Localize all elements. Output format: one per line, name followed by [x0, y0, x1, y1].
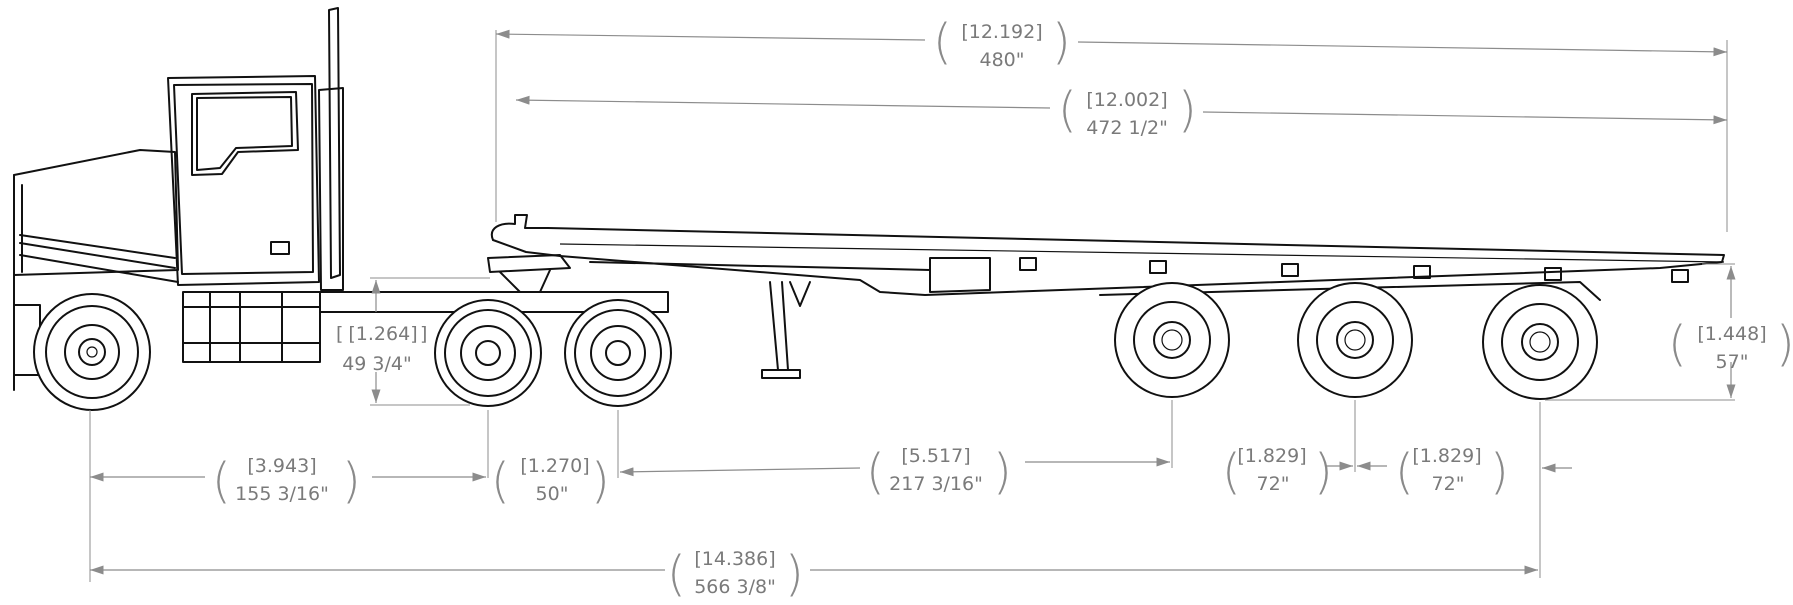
deck-length-metric: [12.002] — [1086, 89, 1167, 111]
svg-text:(: ( — [1395, 444, 1414, 500]
svg-text:(: ( — [667, 546, 686, 602]
overall-combination-metric: [14.386] — [694, 548, 775, 570]
dimension-deck-height: ( ) [1.448] 57" — [1545, 263, 1793, 401]
deck-length-imperial: 472 1/2" — [1086, 117, 1168, 139]
tandem-spread-metric: [1.270] — [520, 455, 589, 477]
dimension-deck-length: ( ) [12.002] 472 1/2" — [515, 82, 1728, 139]
svg-text:): ) — [1052, 14, 1071, 70]
svg-text:): ) — [591, 453, 610, 509]
overall-length-metric: [12.192] — [961, 21, 1042, 43]
dimension-axle-spread-2: ( ) [1.829] 72" — [1357, 402, 1572, 578]
fifth-wheel-height-imperial: 49 3/4" — [342, 353, 412, 375]
dimension-overall-combination: ( ) [14.386] 566 3/8" — [90, 546, 1538, 602]
truck-wheelbase-metric: [3.943] — [247, 455, 316, 477]
dimension-kingpin-to-axle: ( ) [5.517] 217 3/16" — [619, 400, 1173, 500]
svg-text:(: ( — [866, 444, 885, 500]
truck-tractor — [13, 7, 672, 411]
svg-text:(: ( — [1668, 316, 1687, 372]
svg-text:): ) — [1178, 82, 1197, 138]
svg-text:): ) — [1314, 444, 1333, 500]
svg-text:]: ] — [420, 323, 427, 345]
svg-text:): ) — [993, 444, 1012, 500]
dimension-tandem-spread: ( ) [1.270] 50" — [491, 410, 619, 509]
dimension-fifth-wheel-height: [ ] [1.264] 49 3/4" — [336, 277, 490, 406]
kingpin-to-axle-imperial: 217 3/16" — [889, 473, 983, 495]
svg-text:): ) — [1776, 316, 1793, 372]
svg-text:(: ( — [491, 453, 510, 509]
axle-spread-1-imperial: 72" — [1257, 473, 1290, 495]
deck-height-metric: [1.448] — [1697, 323, 1766, 345]
svg-text:): ) — [1490, 444, 1509, 500]
svg-text:(: ( — [1058, 82, 1077, 138]
svg-text:(: ( — [933, 14, 952, 70]
svg-text:(: ( — [1222, 444, 1241, 500]
dimension-axle-spread-1: ( ) [1.829] 72" — [1222, 400, 1356, 500]
dimension-overall-length: ( ) [12.192] 480" — [495, 14, 1728, 232]
kingpin-to-axle-metric: [5.517] — [901, 445, 970, 467]
overall-combination-imperial: 566 3/8" — [694, 576, 776, 598]
svg-text:[: [ — [336, 323, 343, 345]
svg-text:): ) — [342, 453, 361, 509]
dimension-truck-wheelbase: ( ) [3.943] 155 3/16" — [89, 410, 489, 582]
axle-spread-2-imperial: 72" — [1432, 473, 1465, 495]
axle-spread-2-metric: [1.829] — [1412, 445, 1481, 467]
svg-text:(: ( — [212, 453, 231, 509]
svg-text:): ) — [785, 546, 804, 602]
flatbed-trailer — [490, 214, 1725, 400]
fifth-wheel-height-metric: [1.264] — [348, 323, 417, 345]
stake-pockets — [1019, 257, 1689, 283]
overall-length-imperial: 480" — [979, 49, 1024, 71]
deck-height-imperial: 57" — [1716, 351, 1749, 373]
truck-wheelbase-imperial: 155 3/16" — [235, 483, 329, 505]
axle-spread-1-metric: [1.829] — [1237, 445, 1306, 467]
tandem-spread-imperial: 50" — [536, 483, 569, 505]
